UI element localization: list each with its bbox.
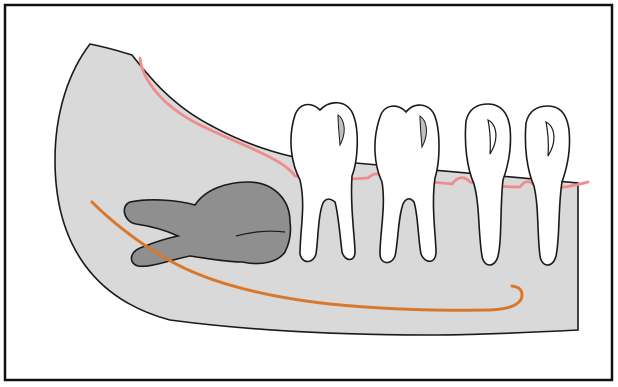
diagram-frame [0,0,618,387]
impacted-wisdom-tooth-diagram [0,0,618,387]
